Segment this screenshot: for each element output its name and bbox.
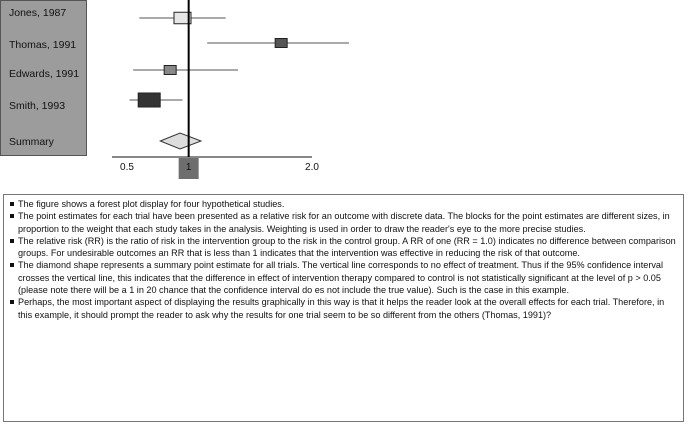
summary-label: Summary bbox=[9, 136, 54, 148]
point-estimate-block bbox=[163, 65, 177, 75]
notes-box: The figure shows a forest plot display f… bbox=[3, 194, 684, 422]
point-estimate-block bbox=[137, 92, 161, 108]
reference-marker-box bbox=[178, 158, 199, 179]
note-item: The point estimates for each trial have … bbox=[10, 210, 677, 235]
study-labels-panel: Jones, 1987 Thomas, 1991 Edwards, 1991 S… bbox=[0, 0, 87, 156]
summary-diamond bbox=[158, 132, 203, 150]
forest-plot: 0.5 1 2.0 bbox=[112, 0, 349, 179]
note-item: The diamond shape represents a summary p… bbox=[10, 259, 677, 296]
study-label-jones: Jones, 1987 bbox=[9, 7, 67, 19]
x-tick-label: 0.5 bbox=[120, 162, 134, 173]
study-label-smith: Smith, 1993 bbox=[9, 100, 66, 112]
note-item: The relative risk (RR) is the ratio of r… bbox=[10, 235, 677, 260]
study-label-thomas: Thomas, 1991 bbox=[9, 39, 77, 51]
x-tick-label: 2.0 bbox=[305, 162, 319, 173]
study-label-edwards: Edwards, 1991 bbox=[9, 68, 80, 80]
note-item: Perhaps, the most important aspect of di… bbox=[10, 296, 677, 321]
point-estimate-block bbox=[274, 38, 288, 48]
x-tick-label: 1 bbox=[186, 162, 192, 173]
point-estimate-block bbox=[173, 11, 192, 25]
note-item: The figure shows a forest plot display f… bbox=[10, 198, 677, 210]
